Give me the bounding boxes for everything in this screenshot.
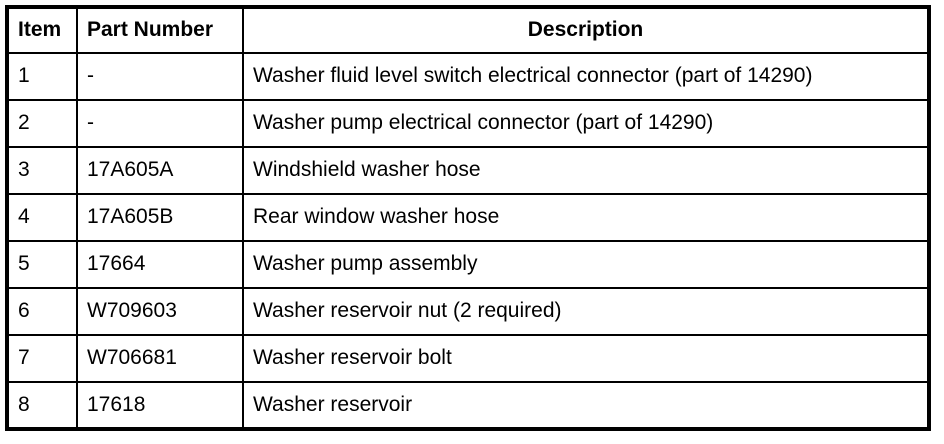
cell-item: 7 <box>6 334 78 383</box>
cell-part-number: - <box>76 52 244 101</box>
table-row: 4 17A605B Rear window washer hose <box>6 193 930 242</box>
cell-item: 2 <box>6 99 78 148</box>
table-row: 2 - Washer pump electrical connector (pa… <box>6 99 930 148</box>
cell-part-number: 17A605B <box>76 193 244 242</box>
column-header-description: Description <box>242 6 930 54</box>
cell-description: Washer reservoir bolt <box>242 334 930 383</box>
cell-item: 1 <box>6 52 78 101</box>
cell-part-number: 17A605A <box>76 146 244 195</box>
table-row: 6 W709603 Washer reservoir nut (2 requir… <box>6 287 930 336</box>
cell-part-number: 17618 <box>76 381 244 430</box>
cell-description: Washer pump assembly <box>242 240 930 289</box>
cell-part-number: W706681 <box>76 334 244 383</box>
cell-item: 4 <box>6 193 78 242</box>
cell-description: Washer pump electrical connector (part o… <box>242 99 930 148</box>
cell-part-number: - <box>76 99 244 148</box>
parts-table: Item Part Number Description 1 - Washer … <box>5 5 931 431</box>
cell-item: 8 <box>6 381 78 430</box>
table-header: Item Part Number Description <box>6 6 930 54</box>
cell-description: Washer fluid level switch electrical con… <box>242 52 930 101</box>
table-row: 7 W706681 Washer reservoir bolt <box>6 334 930 383</box>
table-row: 8 17618 Washer reservoir <box>6 381 930 430</box>
cell-part-number: W709603 <box>76 287 244 336</box>
cell-item: 3 <box>6 146 78 195</box>
cell-part-number: 17664 <box>76 240 244 289</box>
cell-description: Washer reservoir nut (2 required) <box>242 287 930 336</box>
cell-item: 5 <box>6 240 78 289</box>
header-row: Item Part Number Description <box>6 6 930 54</box>
column-header-part-number: Part Number <box>76 6 244 54</box>
cell-description: Windshield washer hose <box>242 146 930 195</box>
cell-description: Washer reservoir <box>242 381 930 430</box>
table-row: 5 17664 Washer pump assembly <box>6 240 930 289</box>
table-row: 3 17A605A Windshield washer hose <box>6 146 930 195</box>
table-row: 1 - Washer fluid level switch electrical… <box>6 52 930 101</box>
cell-item: 6 <box>6 287 78 336</box>
column-header-item: Item <box>6 6 78 54</box>
cell-description: Rear window washer hose <box>242 193 930 242</box>
table-body: 1 - Washer fluid level switch electrical… <box>6 52 930 430</box>
